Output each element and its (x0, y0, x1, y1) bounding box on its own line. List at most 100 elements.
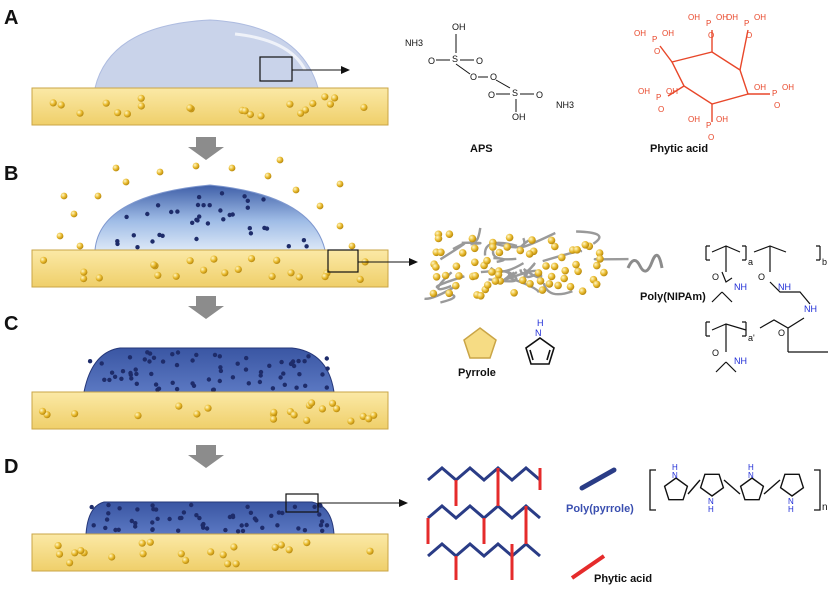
bead (326, 100, 334, 108)
nipam-nh3: NH (804, 304, 817, 314)
bead (332, 405, 341, 413)
dot (151, 355, 157, 360)
bead (224, 560, 232, 568)
poly-nipam-label: Poly(NIPAm) (640, 291, 706, 303)
dot (194, 352, 199, 358)
dot (128, 372, 133, 377)
phytic-acid-label-d: Phytic acid (594, 573, 652, 585)
ppy-n: N (788, 497, 794, 506)
dot (102, 377, 107, 382)
floating-bead (292, 186, 300, 194)
network-bead (452, 281, 460, 290)
pyrrole-dots-d (89, 502, 330, 534)
network-bead (578, 287, 587, 296)
dot (147, 359, 152, 364)
bead (108, 553, 116, 561)
dot (230, 212, 235, 217)
network-bead (551, 242, 559, 251)
aps-nh3-left: NH3 (405, 38, 423, 48)
ppy-bond (723, 479, 741, 495)
dot (150, 239, 155, 244)
network-bead (550, 262, 559, 271)
dot (296, 526, 301, 531)
network-bead (574, 267, 582, 276)
bead (221, 269, 229, 277)
dot (230, 514, 236, 520)
bead (137, 102, 145, 110)
bead (308, 399, 316, 407)
bracket-left (649, 469, 656, 511)
down-arrow-2 (188, 296, 224, 319)
dot (297, 372, 302, 377)
bead (268, 272, 276, 280)
dot (151, 507, 156, 512)
bead (277, 541, 285, 549)
dot (278, 375, 283, 380)
dot (190, 381, 195, 386)
phytic-acid-structure (659, 29, 770, 122)
network-bead (600, 268, 608, 277)
dot (212, 352, 218, 358)
network-bead (432, 263, 440, 271)
bead (287, 269, 295, 277)
bead (309, 99, 317, 108)
dot (109, 370, 115, 375)
dot (190, 220, 195, 225)
network-bead (516, 246, 525, 255)
phytic-p: P (744, 19, 749, 28)
dot (304, 244, 309, 249)
network-bead (441, 271, 450, 280)
dot (169, 209, 174, 215)
network-bead (547, 236, 556, 245)
dot (119, 376, 124, 381)
network-bead (429, 289, 438, 298)
phytic-oh: OH (754, 83, 766, 92)
dot (246, 381, 251, 386)
aps-o6: O (536, 90, 543, 100)
bead (321, 273, 329, 281)
bead (270, 408, 278, 416)
nipam-structure (705, 245, 828, 373)
dot (112, 374, 118, 379)
dot (206, 377, 212, 382)
dot (170, 352, 175, 357)
bead (234, 265, 242, 273)
aps-o3: O (470, 72, 477, 82)
phytic-oh: OH (634, 29, 646, 38)
phytic-o: O (658, 105, 664, 114)
phytic-oh: OH (716, 115, 728, 124)
bead (290, 411, 298, 419)
dot (131, 233, 136, 238)
poly-nipam-squiggle (626, 253, 664, 273)
pyrrole-pentagon (463, 327, 497, 359)
bead (154, 271, 162, 279)
bead (241, 107, 249, 115)
dot (205, 221, 211, 226)
bead (186, 257, 194, 265)
network-bead (488, 268, 496, 276)
dot (324, 385, 329, 390)
bead (230, 543, 238, 551)
floating-bead (276, 156, 284, 164)
bead (257, 112, 265, 120)
floating-bead (348, 242, 356, 250)
substrate-beads-a (49, 93, 368, 120)
dot (207, 203, 212, 208)
ppy-n: N (672, 471, 678, 480)
dot (135, 507, 140, 512)
aps-oh-bottom: OH (512, 112, 526, 122)
network-bead (547, 272, 556, 281)
phytic-oh: OH (754, 13, 766, 22)
dot (320, 528, 325, 533)
bead (95, 274, 103, 282)
bead (76, 109, 84, 117)
substrate-b (31, 249, 389, 288)
dot (201, 521, 206, 527)
pyrrole-ring (525, 337, 555, 365)
droplet-a (94, 19, 319, 89)
dot (218, 368, 224, 374)
aps-structure: NH3 OH S O O O O S O O NH3 OH (405, 22, 574, 122)
bead (182, 556, 190, 565)
network-bead (503, 243, 512, 251)
